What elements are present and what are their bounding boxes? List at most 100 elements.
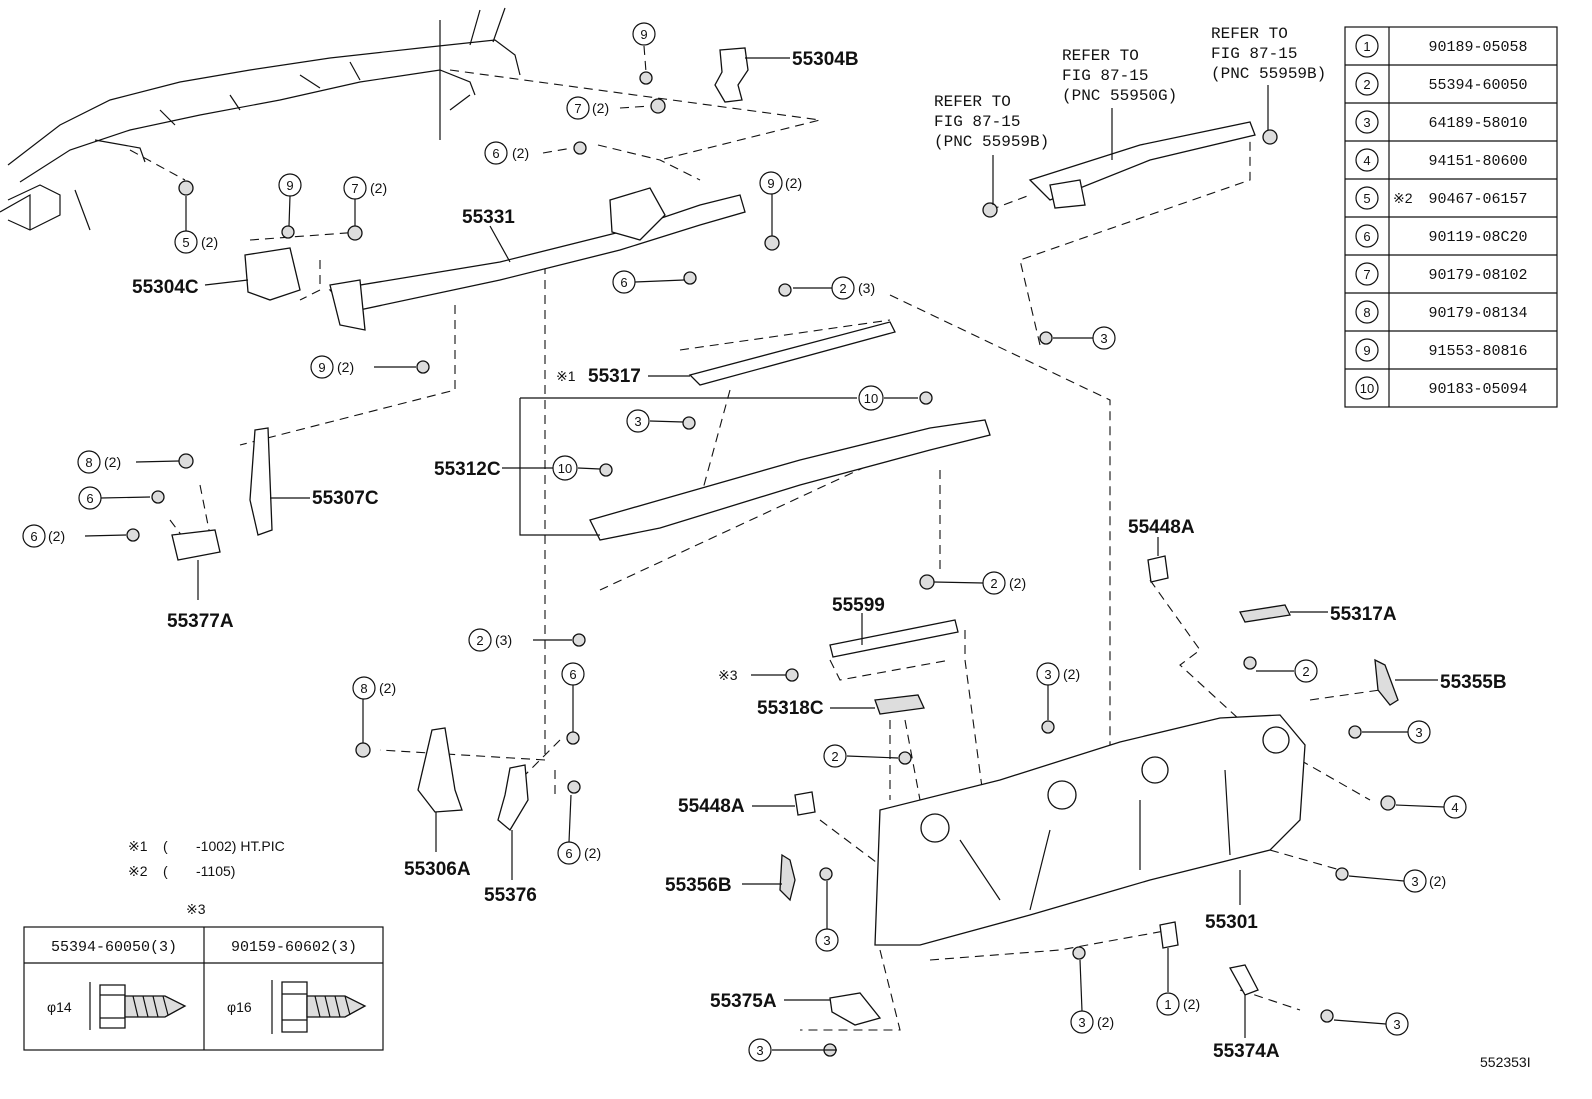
fastener-col-2-header: 90159-60602(3) [231, 939, 357, 956]
svg-text:3: 3 [634, 414, 641, 429]
legend-part-number: 90179-08134 [1428, 305, 1527, 322]
svg-text:(2): (2) [785, 175, 802, 191]
bracket-55306A-shape [417, 727, 463, 813]
leader-lines [129, 69, 1381, 1031]
svg-text:(2): (2) [104, 454, 121, 470]
label-55317: 55317 [588, 366, 641, 387]
legend-number-circle [1355, 72, 1379, 96]
svg-text:3: 3 [1411, 874, 1418, 889]
fastener-table-title: ※3 [186, 901, 206, 917]
bracket-55307C-shape [249, 427, 273, 536]
svg-text:9: 9 [286, 178, 293, 193]
callout: 6(2) [22, 524, 127, 548]
svg-text:(2): (2) [1009, 575, 1026, 591]
svg-text:(: ( [163, 863, 168, 879]
label-55301: 55301 [1205, 912, 1258, 933]
svg-text:(2): (2) [379, 680, 396, 696]
fastener-col-1-diameter: φ14 [47, 999, 72, 1015]
callout: 8(2) [352, 676, 396, 743]
legend-part-number: 90189-05058 [1428, 39, 1527, 56]
callout: 3 [1333, 1012, 1409, 1036]
screw-icon [89, 982, 187, 1030]
figure-id: 552353I [1480, 1054, 1531, 1070]
legend-number-circle [1355, 110, 1379, 134]
legend-number: 7 [1363, 267, 1370, 282]
svg-text:(2): (2) [1097, 1014, 1114, 1030]
legend-number: 9 [1363, 343, 1370, 358]
svg-text:FIG 87-15: FIG 87-15 [1211, 45, 1297, 63]
bracket-55304B-shape [714, 47, 749, 103]
svg-text:REFER TO: REFER TO [1062, 47, 1139, 65]
bracket-55376-shape [497, 764, 529, 831]
legend-part-number: 64189-58010 [1428, 115, 1527, 132]
cover-55355B-shape [1374, 658, 1399, 706]
label-55318C: 55318C [757, 698, 824, 719]
callout: 2(3) [793, 276, 875, 300]
callout: 3(2) [1036, 662, 1080, 720]
svg-text:6: 6 [86, 491, 93, 506]
legend-number-circle [1355, 300, 1379, 324]
svg-text:5: 5 [182, 235, 189, 250]
legend-part-number: 90179-08102 [1428, 267, 1527, 284]
callout: 2 [1256, 659, 1318, 683]
callout: 7(2) [343, 176, 387, 226]
label-55331: 55331 [462, 207, 515, 228]
callout: 2 [823, 744, 899, 768]
callout: 8(2) [77, 450, 180, 474]
callout: 3 [1053, 326, 1116, 350]
legend-number: 4 [1363, 153, 1370, 168]
fastener-col-1-header: 55394-60050(3) [51, 939, 177, 956]
bracket-small-center-shape [1159, 921, 1179, 949]
svg-text:10: 10 [558, 461, 572, 476]
svg-text:3: 3 [1078, 1015, 1085, 1030]
svg-text:2: 2 [476, 633, 483, 648]
label-55355B: 55355B [1440, 672, 1507, 693]
svg-text:(: ( [163, 838, 168, 854]
callout: 3 (2) [1070, 959, 1114, 1034]
legend-mark: ※2 [1393, 190, 1413, 206]
legend-number-circle [1355, 186, 1379, 210]
callout: 6 (2) [484, 141, 573, 165]
svg-text:6: 6 [492, 146, 499, 161]
label-55599: 55599 [832, 595, 885, 616]
svg-text:2: 2 [831, 749, 838, 764]
legend-number-circle [1355, 224, 1379, 248]
callout: 3 [1362, 720, 1431, 744]
svg-text:6: 6 [569, 667, 576, 682]
label-55304B: 55304B [792, 49, 859, 70]
bracket-55599-shape [829, 619, 959, 658]
bracket-55374A-shape [1228, 964, 1259, 996]
legend-number: 2 [1363, 77, 1370, 92]
svg-text:※1: ※1 [128, 838, 148, 854]
callout: 1(2) [1156, 948, 1200, 1016]
fasteners [126, 71, 1396, 1057]
svg-text:3: 3 [756, 1043, 763, 1058]
svg-text:3: 3 [823, 933, 830, 948]
label-55448A-mid: 55448A [678, 796, 745, 817]
refer-note-1: REFER TO FIG 87-15 (PNC 55959B) [934, 93, 1049, 205]
svg-text:3: 3 [1393, 1017, 1400, 1032]
svg-text:(PNC 55959B): (PNC 55959B) [1211, 65, 1326, 83]
brace-55312C-shape [589, 419, 991, 541]
svg-text:(2): (2) [584, 845, 601, 861]
svg-text:3: 3 [1100, 331, 1107, 346]
callouts: 9 7(2) 6(2) 9(2) 6 2(3) 9 7(2) 5(2) 9(2)… [22, 22, 1467, 1062]
cover-55318C-shape [874, 694, 925, 715]
svg-text:(2): (2) [512, 145, 529, 161]
bar-55317-shape [688, 321, 896, 386]
vehicle-body-sketch [0, 7, 521, 231]
callout: 2(3) [468, 628, 572, 652]
label-55317A: 55317A [1330, 604, 1397, 625]
refer-note-3: REFER TO FIG 87-15 (PNC 55959B) [1211, 25, 1326, 130]
ducts-refer-shape [1028, 121, 1256, 209]
legend-number-circle [1355, 34, 1379, 58]
legend-number: 6 [1363, 229, 1370, 244]
callout: 9(2) [759, 171, 802, 236]
callout: 6 [78, 486, 151, 510]
screw-icon [271, 980, 367, 1034]
callout: 2(2) [933, 571, 1026, 595]
reinforcement-55331-shape [244, 187, 746, 331]
label-55375A: 55375A [710, 991, 777, 1012]
